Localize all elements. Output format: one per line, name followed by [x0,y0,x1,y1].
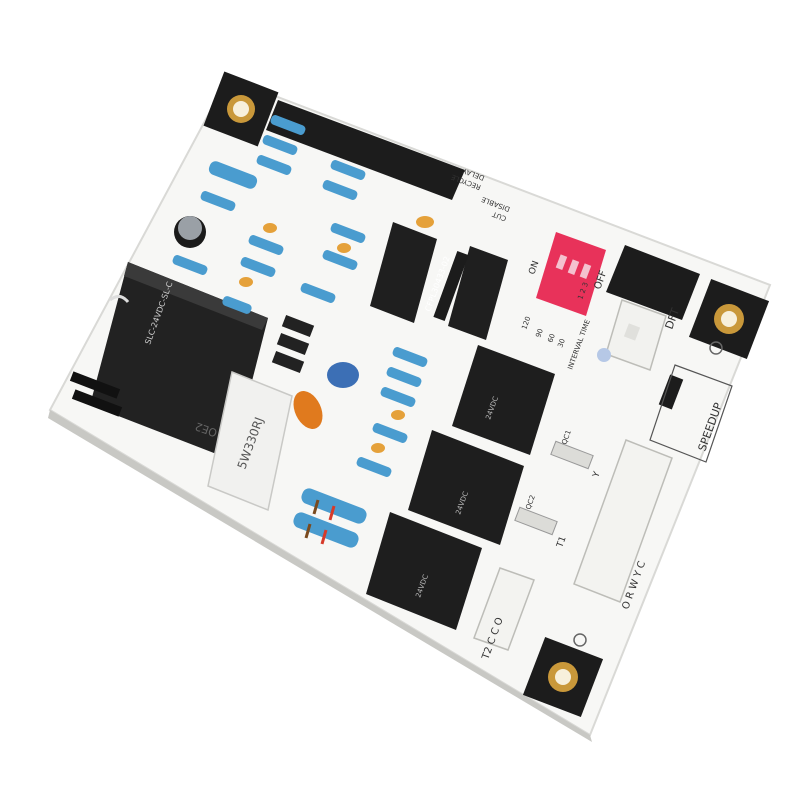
mount-hole-top-left [203,71,279,147]
dip-30-label: 30 [556,338,567,349]
y-label: Y [591,470,603,480]
resistor-group-top [172,115,366,314]
blue-led [597,348,611,362]
t1-label: T1 [555,535,569,550]
mount-hole-bottom [522,636,604,718]
relay-2: 24VDC [408,430,524,545]
mount-hole-right [688,278,770,360]
electrolytic-capacitor [174,216,206,248]
relay-3: 24VDC [366,512,482,630]
ceramic-caps [239,216,434,453]
ic-chip-2 [448,246,508,340]
relay-1: 24VDC [452,345,555,455]
black-label-strip [266,100,465,200]
pcb-edge-shadow [48,410,592,742]
small-hole-right [709,341,723,355]
ic-chip-1 [370,222,437,323]
orange-film-capacitor [293,391,323,429]
dip-90-label: 90 [534,328,545,339]
power-resistor: 5W330RJ OE2 [193,370,293,512]
dft-connector[interactable]: DFT [605,299,682,371]
small-hole [573,633,587,647]
dip-on-label: ON [527,260,541,276]
resistor-group-bottom [293,488,367,548]
diodes [271,315,315,373]
dip-60-label: 60 [546,333,557,344]
resistor-group-middle [356,347,428,477]
black-pad-right [606,245,700,320]
blue-disc-capacitor [327,362,359,388]
